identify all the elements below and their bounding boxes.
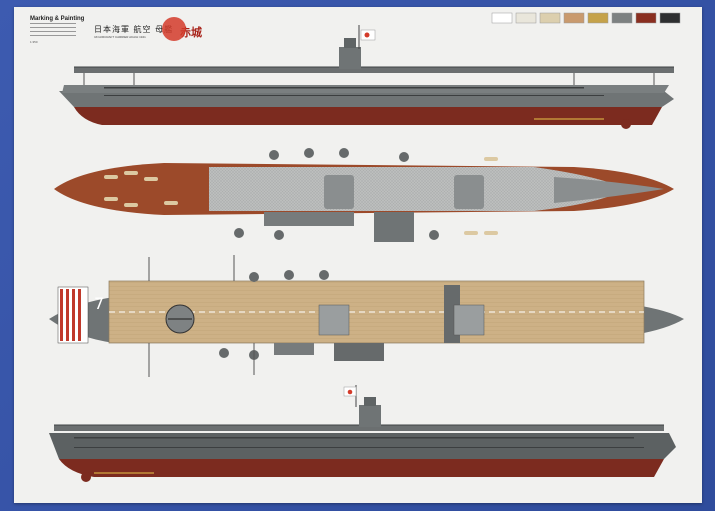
profile-view-bottom <box>49 385 676 482</box>
poster-subtitle: IJN AIRCRAFT CARRIER AKAGI 1941 <box>94 35 146 39</box>
ship-drawings: 7 <box>49 12 684 482</box>
color-swatches <box>491 12 681 24</box>
color-swatch <box>659 12 681 24</box>
header-text-lines <box>30 23 76 39</box>
deck-number: 7 <box>94 294 104 313</box>
color-swatch <box>611 12 633 24</box>
color-swatch <box>515 12 537 24</box>
instruction-poster: Marking & Painting 1:350 日本海軍 航空 母艦 IJN … <box>14 7 702 503</box>
color-swatch <box>587 12 609 24</box>
color-swatch <box>491 12 513 24</box>
color-swatch <box>563 12 585 24</box>
profile-view-top <box>59 25 674 129</box>
scale-note: 1:350 <box>30 40 38 44</box>
poster-title: Marking & Painting <box>30 16 85 22</box>
plan-view-hangar <box>54 148 674 242</box>
color-swatch <box>635 12 657 24</box>
seal-circle <box>162 17 186 41</box>
plan-view-flight-deck: 7 <box>49 255 684 377</box>
japanese-title: 日本海軍 航空 母艦 <box>94 25 174 34</box>
color-swatch <box>539 12 561 24</box>
